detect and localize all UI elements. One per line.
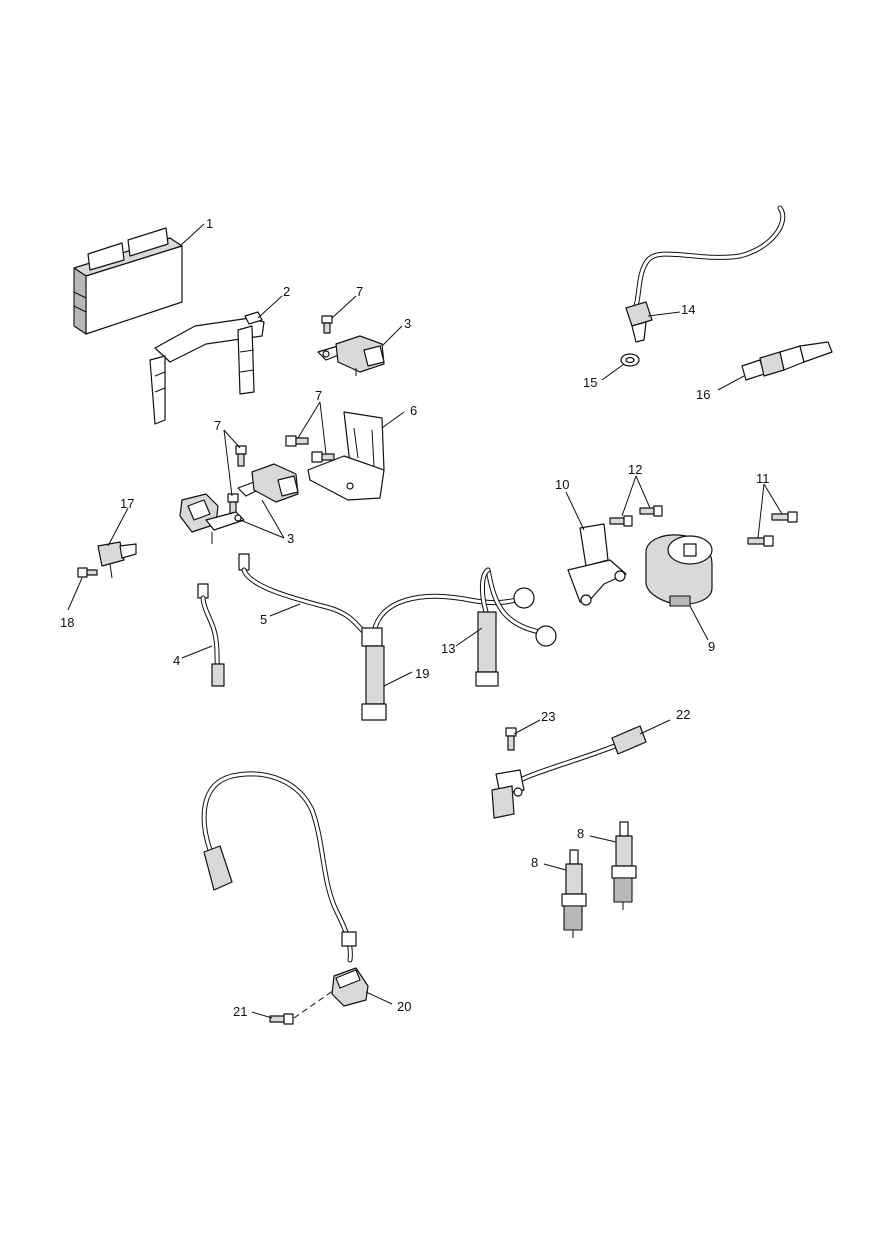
- part-spark-plug-8b: [611, 821, 637, 910]
- callout-7-left: 7: [214, 418, 221, 433]
- part-sensor-3-low: [179, 493, 245, 544]
- part-bolt-7-top: [321, 315, 333, 334]
- part-sensor-20: [201, 771, 369, 1007]
- callout-1: 1: [206, 216, 213, 231]
- callout-12: 12: [628, 462, 642, 477]
- part-lead-19: [361, 587, 535, 721]
- part-washer-15: [620, 353, 640, 367]
- callout-5: 5: [260, 612, 267, 627]
- callout-16: 16: [696, 387, 710, 402]
- callout-14: 14: [681, 302, 695, 317]
- part-bolt-18: [77, 567, 98, 578]
- part-bolt-7-lower: [227, 493, 239, 515]
- part-bracket-6: [307, 411, 385, 501]
- part-bolt-11b: [747, 535, 774, 547]
- callout-23: 23: [541, 709, 555, 724]
- callout-7-mid: 7: [315, 388, 322, 403]
- callout-8-lower: 8: [531, 855, 538, 870]
- part-sensor-3-mid: [237, 463, 299, 503]
- callout-15: 15: [583, 375, 597, 390]
- part-lead-5: [238, 553, 367, 635]
- leader-lines: [67, 223, 783, 1019]
- assembly-dash-21: [293, 989, 335, 1019]
- part-sensor-3-top: [317, 335, 385, 376]
- part-sensor-4: [197, 583, 225, 687]
- part-bolt-21: [269, 1013, 294, 1025]
- part-sensor-16: [741, 341, 833, 381]
- part-bolt-23: [505, 727, 517, 751]
- callout-3-top: 3: [404, 316, 411, 331]
- callout-8-upper: 8: [577, 826, 584, 841]
- part-lead-13: [475, 567, 557, 687]
- callout-18: 18: [60, 615, 74, 630]
- callout-13: 13: [441, 641, 455, 656]
- part-ecm: [73, 227, 183, 335]
- callout-11: 11: [756, 471, 770, 486]
- part-bolt-12b: [639, 505, 663, 517]
- part-sensor-17: [97, 541, 137, 579]
- callout-9: 9: [708, 639, 715, 654]
- callout-21: 21: [233, 1004, 247, 1019]
- callout-22: 22: [676, 707, 690, 722]
- callout-2: 2: [283, 284, 290, 299]
- part-bolt-7-left: [235, 445, 247, 467]
- part-ecm-bracket: [149, 311, 265, 425]
- callout-17: 17: [120, 496, 134, 511]
- callout-19: 19: [415, 666, 429, 681]
- part-bolt-12a: [609, 515, 633, 527]
- part-bracket-10: [567, 523, 627, 606]
- callouts: 1 2 3 3 4 5 6 7 7 7 8 8 9 10 11 12 13 14…: [60, 216, 770, 1019]
- callout-7-top: 7: [356, 284, 363, 299]
- part-sensor-14: [625, 205, 786, 343]
- callout-20: 20: [397, 999, 411, 1014]
- part-bolt-11a: [771, 511, 798, 523]
- callout-10: 10: [555, 477, 569, 492]
- callout-6: 6: [410, 403, 417, 418]
- part-bolt-7-bracket: [311, 451, 335, 463]
- part-spark-plug-8a: [561, 849, 587, 938]
- part-bolt-7-mid: [285, 435, 309, 447]
- callout-3-low: 3: [287, 531, 294, 546]
- callout-4: 4: [173, 653, 180, 668]
- part-sensor-22: [491, 725, 647, 819]
- part-coil-9: [645, 534, 713, 607]
